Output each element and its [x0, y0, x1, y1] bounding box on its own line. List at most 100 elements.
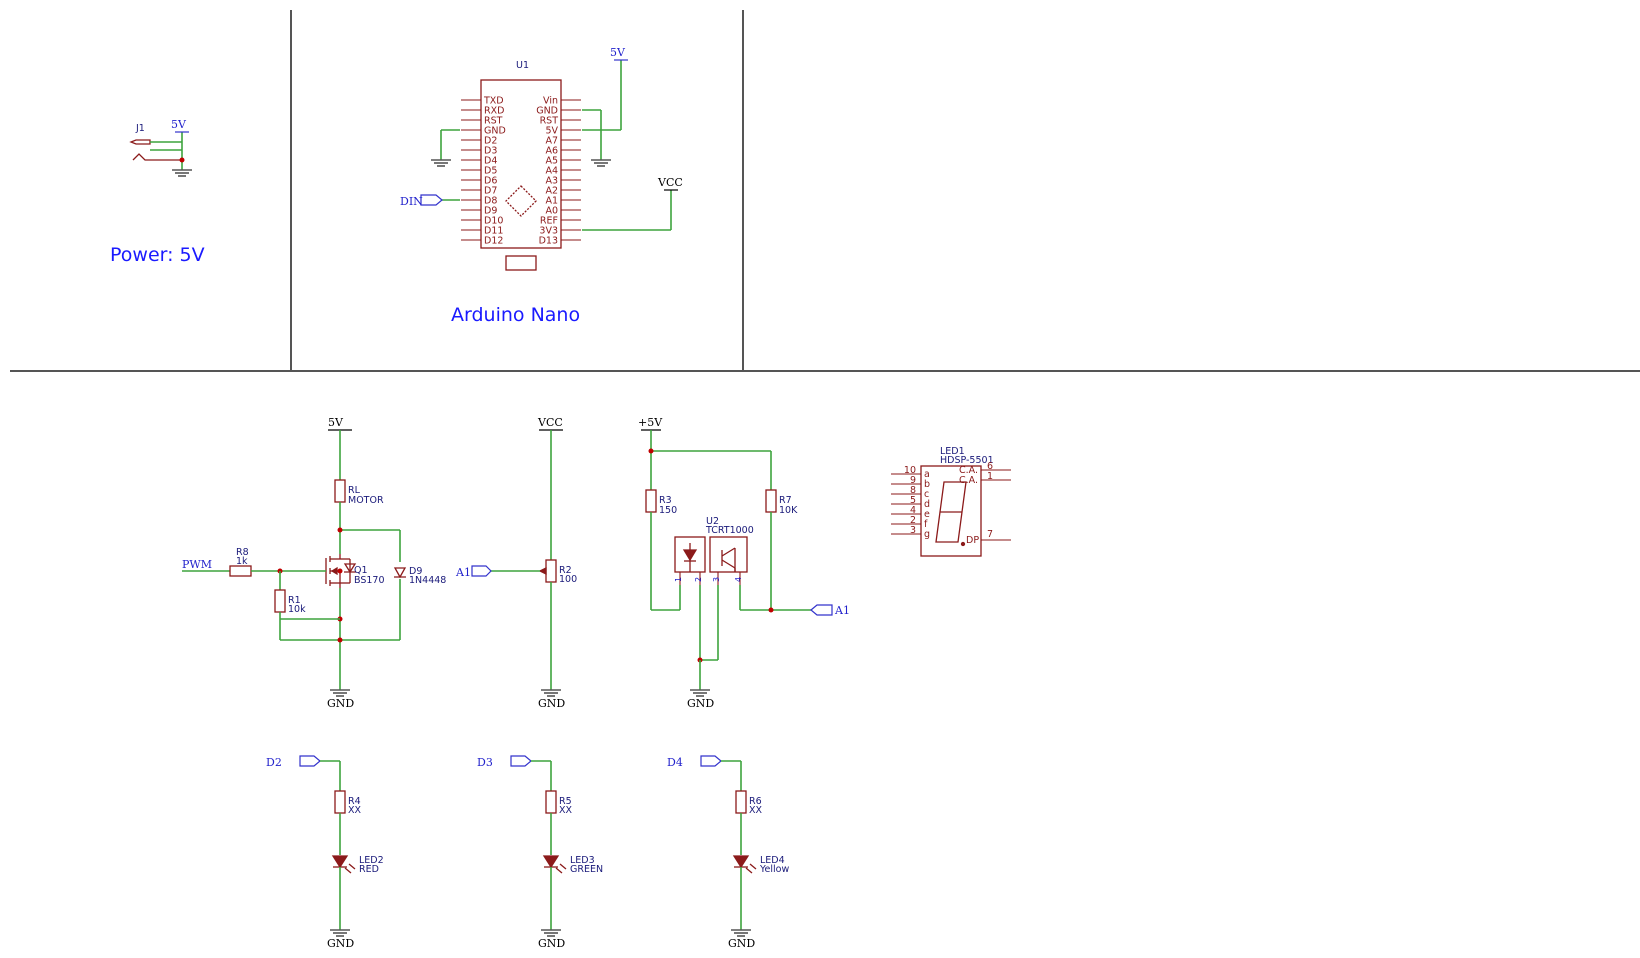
- pot-gnd-label: GND: [538, 697, 565, 710]
- u2-value: TCRT1000: [705, 525, 754, 536]
- optical-sensor-circuit: +5V R3 150 R7 10K U2 TCRT1000 1 2 3 4: [638, 416, 850, 710]
- nano-vcc-label: VCC: [657, 176, 683, 189]
- nano-left-pin-label: D5: [484, 166, 497, 177]
- display-left-pin-num: 9: [910, 475, 916, 486]
- nano-left-pin-label: D3: [484, 146, 497, 157]
- nano-right-pin-label: A5: [545, 156, 558, 167]
- display-left-pin-num: 5: [910, 495, 916, 506]
- din-label: DIN: [400, 195, 423, 208]
- display-left-pin-num: 3: [910, 525, 916, 536]
- led-ref: LED2: [359, 855, 384, 866]
- nano-right-pin-label: Vin: [543, 96, 558, 107]
- r7-ref: R7: [779, 495, 792, 506]
- display-left-pin-num: 10: [904, 465, 916, 476]
- nano-5v-label: 5V: [610, 46, 626, 59]
- led-ref: LED4: [760, 855, 785, 866]
- led-resistor-value: XX: [559, 805, 573, 816]
- rl-motor-resistor: [334, 479, 346, 503]
- display-right-pin-name: C.A.: [959, 465, 978, 476]
- sensor-ground-icon: [690, 689, 710, 697]
- r1-value: 10k: [288, 604, 306, 615]
- led-net-port-icon: [510, 755, 532, 767]
- led-resistor-ref: R5: [559, 796, 572, 807]
- nano-left-pin-label: D4: [484, 156, 497, 167]
- display-left-pin-name: c: [924, 489, 929, 500]
- r3-value: 150: [659, 505, 677, 516]
- q1-mosfet-symbol: [325, 554, 357, 588]
- display-left-pin-name: a: [924, 469, 930, 480]
- led-diode-icon: [542, 855, 560, 869]
- r8-value: 1k: [236, 556, 248, 567]
- u2-pin1: 1: [674, 577, 683, 582]
- led-ground-icon: [731, 929, 751, 937]
- nano-right-pin-label: A7: [545, 136, 558, 147]
- led-net-port-icon: [700, 755, 722, 767]
- nano-right-pin-label: A3: [545, 176, 558, 187]
- display-dp-name: DP: [966, 535, 979, 546]
- nano-block-title: Arduino Nano: [451, 304, 580, 326]
- led-diode-icon: [732, 855, 750, 869]
- led-net-port-icon: [299, 755, 321, 767]
- potentiometer-circuit: VCC A1 R2 100 GND: [455, 416, 577, 710]
- nano-right-pin-label: 5V: [545, 126, 558, 137]
- nano-right-pin-label: D13: [539, 236, 558, 247]
- led-gnd-label: GND: [327, 937, 354, 950]
- sensor-gnd-label: GND: [687, 697, 714, 710]
- led-series-resistor: [735, 790, 747, 814]
- u1-ref: U1: [516, 60, 529, 71]
- led-value: GREEN: [570, 864, 603, 875]
- nano-chip-icon: [505, 185, 537, 217]
- u2-detector-box: [709, 536, 748, 573]
- led-resistor-ref: R6: [749, 796, 762, 807]
- nano-left-pin-label: RXD: [484, 106, 504, 117]
- led1-value: HDSP-5501: [940, 455, 994, 466]
- sheet-frame: [10, 10, 1640, 372]
- u2-pin4: 4: [734, 577, 743, 582]
- led-resistor-value: XX: [348, 805, 362, 816]
- u2-pin2: 2: [694, 577, 703, 582]
- pot-ground-icon: [541, 689, 561, 697]
- r2-wiper-arrow: [538, 566, 547, 576]
- r3-resistor: [645, 489, 657, 513]
- led-ground-icon: [330, 929, 350, 937]
- nano-right-pin-label: A6: [545, 146, 558, 157]
- nano-right-pin-label: 3V3: [539, 226, 558, 237]
- nano-left-pin-label: RST: [484, 116, 503, 127]
- j1-ground-icon: [172, 169, 192, 177]
- r2-potentiometer: [545, 559, 557, 583]
- power-block-title: Power: 5V: [110, 244, 205, 266]
- pot-a1-label: A1: [455, 566, 471, 579]
- motor-driver-circuit: 5V RL MOTOR D9 1N4448: [182, 416, 446, 710]
- display-left-pin-name: f: [924, 519, 928, 530]
- led-value: Yellow: [759, 864, 789, 875]
- led-resistor-value: XX: [749, 805, 763, 816]
- nano-right-pin-label: A4: [545, 166, 558, 177]
- din-port-icon: [420, 194, 443, 206]
- u2-pin3: 3: [712, 577, 721, 582]
- led-net-label: D3: [477, 756, 493, 769]
- nano-left-pin-label: D8: [484, 196, 497, 207]
- display-dp-num: 7: [987, 529, 993, 540]
- q1-ref: Q1: [354, 565, 368, 576]
- display-left-pin-name: e: [924, 509, 930, 520]
- display-right-pin-num: 6: [987, 461, 993, 472]
- nano-body: [480, 79, 562, 249]
- nano-left-pin-label: D12: [484, 236, 503, 247]
- power-jack-block: J1 5V: [129, 118, 192, 177]
- d9-diode-symbol: [393, 567, 407, 579]
- r8-ref: R8: [236, 547, 249, 558]
- nano-left-pin-label: D7: [484, 186, 497, 197]
- led-diode-icon: [331, 855, 349, 869]
- nano-left-pin-label: GND: [484, 126, 506, 137]
- led-ground-icon: [541, 929, 561, 937]
- led1-ref: LED1: [940, 446, 965, 457]
- nano-left-ground-icon: [431, 159, 451, 167]
- display-left-pin-name: d: [924, 499, 930, 510]
- nano-left-pin-label: D10: [484, 216, 503, 227]
- led-value: RED: [359, 864, 379, 875]
